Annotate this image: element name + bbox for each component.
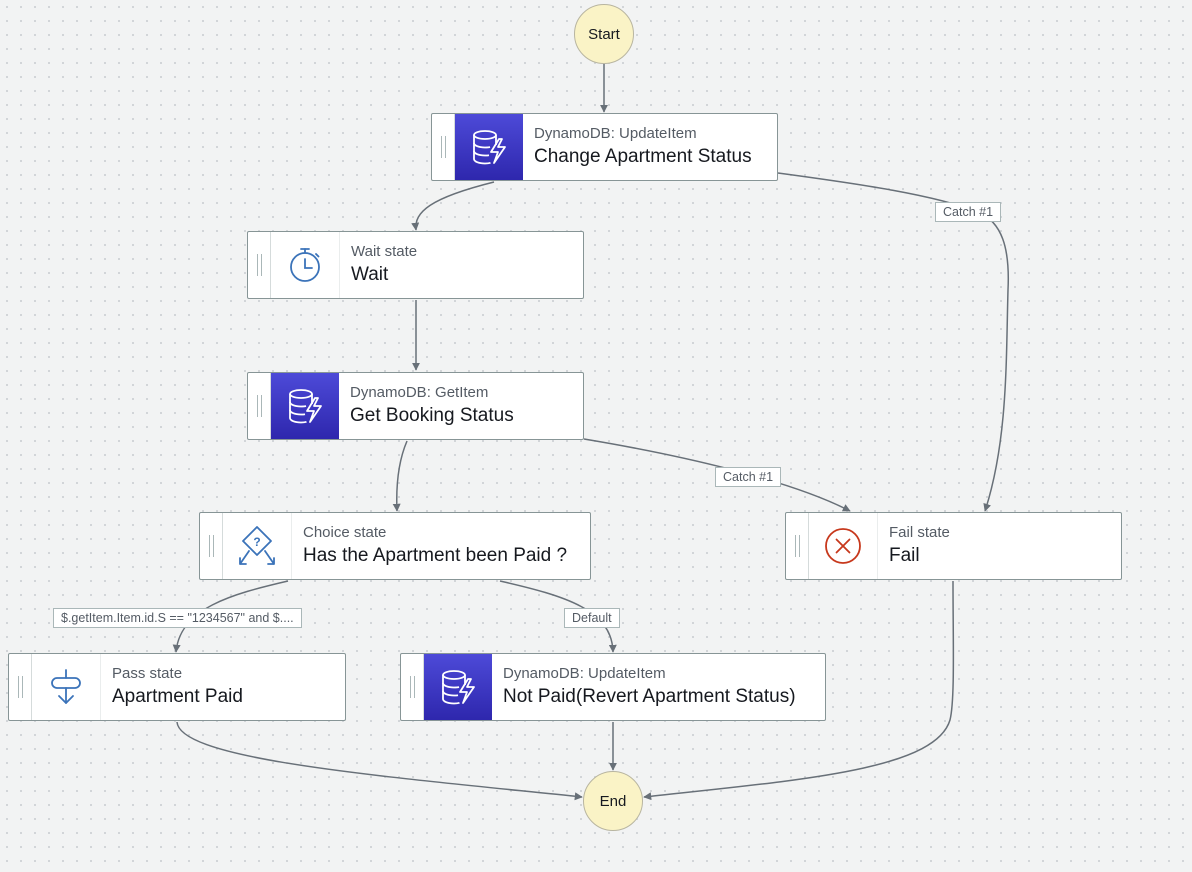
dynamodb-icon bbox=[424, 654, 492, 720]
dynamodb-icon bbox=[271, 373, 339, 439]
edge-label-catch-1-booking[interactable]: Catch #1 bbox=[715, 467, 782, 487]
drag-handle[interactable] bbox=[401, 654, 424, 720]
state-choice[interactable]: ? Choice state Has the Apartment been Pa… bbox=[199, 512, 591, 580]
state-name-label: Has the Apartment been Paid ? bbox=[303, 545, 568, 566]
edge-fail-to-end bbox=[643, 580, 955, 801]
edge-label-text: Catch #1 bbox=[723, 470, 774, 484]
state-name-label: Apartment Paid bbox=[112, 686, 243, 707]
edge-getbooking-to-choice bbox=[392, 440, 408, 512]
state-type-label: DynamoDB: GetItem bbox=[350, 384, 489, 401]
state-wait[interactable]: Wait state Wait bbox=[247, 231, 584, 299]
state-type-label: Pass state bbox=[112, 665, 183, 682]
drag-handle[interactable] bbox=[248, 232, 271, 298]
edge-choice-default-to-notpaid bbox=[499, 580, 617, 653]
drag-handle[interactable] bbox=[248, 373, 271, 439]
end-node[interactable]: End bbox=[583, 771, 643, 831]
edge-change-catch-to-fail bbox=[777, 172, 1010, 512]
edge-label-choice-rule[interactable]: $.getItem.Item.id.S == "1234567" and $..… bbox=[53, 608, 302, 628]
state-type-label: DynamoDB: UpdateItem bbox=[503, 665, 666, 682]
state-name-label: Not Paid(Revert Apartment Status) bbox=[503, 686, 796, 707]
edge-paid-to-end bbox=[176, 721, 583, 801]
edge-label-default[interactable]: Default bbox=[564, 608, 620, 628]
pass-icon bbox=[32, 654, 101, 720]
state-type-label: Choice state bbox=[303, 524, 387, 541]
fail-x-icon bbox=[809, 513, 878, 579]
edge-label-text: Catch #1 bbox=[943, 205, 994, 219]
state-type-label: Wait state bbox=[351, 243, 418, 260]
state-fail[interactable]: Fail state Fail bbox=[785, 512, 1122, 580]
state-name-label: Fail bbox=[889, 545, 920, 566]
edge-label-text: $.getItem.Item.id.S == "1234567" and $..… bbox=[61, 611, 294, 625]
state-change-apartment-status[interactable]: DynamoDB: UpdateItem Change Apartment St… bbox=[431, 113, 778, 181]
dynamodb-icon bbox=[455, 114, 523, 180]
drag-handle[interactable] bbox=[9, 654, 32, 720]
edge-change-to-wait bbox=[411, 181, 495, 231]
state-name-label: Change Apartment Status bbox=[534, 146, 752, 167]
choice-icon: ? bbox=[223, 513, 292, 579]
state-type-label: DynamoDB: UpdateItem bbox=[534, 125, 697, 142]
drag-handle[interactable] bbox=[786, 513, 809, 579]
start-label: Start bbox=[588, 25, 620, 43]
svg-text:?: ? bbox=[253, 535, 260, 549]
edge-label-catch-1-change[interactable]: Catch #1 bbox=[935, 202, 1002, 222]
state-not-paid[interactable]: DynamoDB: UpdateItem Not Paid(Revert Apa… bbox=[400, 653, 826, 721]
stopwatch-icon bbox=[271, 232, 340, 298]
start-node[interactable]: Start bbox=[574, 4, 634, 64]
edge-label-text: Default bbox=[572, 611, 612, 625]
drag-handle[interactable] bbox=[432, 114, 455, 180]
state-apartment-paid[interactable]: Pass state Apartment Paid bbox=[8, 653, 346, 721]
drag-handle[interactable] bbox=[200, 513, 223, 579]
state-name-label: Get Booking Status bbox=[350, 405, 514, 426]
state-name-label: Wait bbox=[351, 264, 389, 285]
end-label: End bbox=[599, 792, 627, 810]
state-get-booking-status[interactable]: DynamoDB: GetItem Get Booking Status bbox=[247, 372, 584, 440]
state-type-label: Fail state bbox=[889, 524, 950, 541]
edge-choice-rule-to-paid bbox=[172, 580, 289, 653]
